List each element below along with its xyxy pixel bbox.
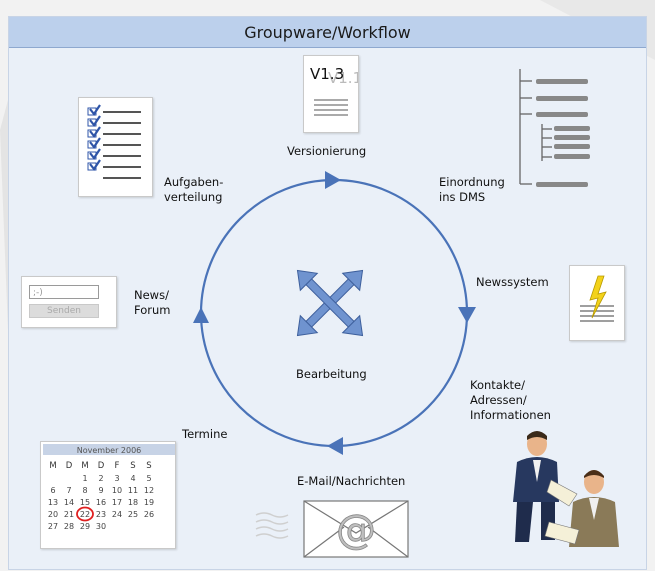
- email-envelope-icon: @: [255, 500, 409, 558]
- calendar-day[interactable]: 23: [96, 510, 106, 519]
- task-checklist-icon: [78, 97, 153, 197]
- cycle-arrowhead-top: [325, 171, 341, 189]
- label-kontakte: Kontakte/ Adressen/ Informationen: [470, 378, 551, 422]
- calendar-day[interactable]: 7: [66, 486, 71, 495]
- calendar-day[interactable]: 26: [144, 510, 154, 519]
- diagram-title: Groupware/Workflow: [9, 17, 646, 48]
- old-version-text: V1.1: [328, 69, 358, 87]
- calendar-day[interactable]: 15: [80, 498, 90, 507]
- calendar-day[interactable]: 10: [112, 486, 122, 495]
- calendar-weekday: F: [115, 461, 120, 471]
- calendar-day[interactable]: 16: [96, 498, 106, 507]
- workflow-cycle: [193, 171, 476, 455]
- calendar-day[interactable]: 21: [64, 510, 74, 519]
- calendar-weekday: S: [130, 461, 135, 471]
- forum-widget: ;-) Senden: [21, 276, 117, 328]
- calendar-weekday: M: [49, 461, 56, 471]
- calendar-day[interactable]: 18: [128, 498, 138, 507]
- calendar-day[interactable]: 17: [112, 498, 122, 507]
- calendar-day[interactable]: 8: [82, 486, 87, 495]
- diagram-panel: Groupware/Workflow: [8, 16, 647, 570]
- calendar-day[interactable]: 14: [64, 498, 74, 507]
- calendar-day[interactable]: 12: [144, 486, 154, 495]
- label-termine: Termine: [182, 427, 228, 441]
- label-bearbeitung: Bearbeitung: [296, 367, 367, 381]
- calendar-day[interactable]: 6: [50, 486, 55, 495]
- news-lightning-document-icon: [569, 265, 625, 341]
- calendar-day[interactable]: 5: [146, 474, 151, 483]
- calendar-day[interactable]: 30: [96, 522, 106, 531]
- calendar-day[interactable]: 29: [80, 522, 90, 531]
- calendar-day[interactable]: 27: [48, 522, 58, 531]
- calendar-day[interactable]: 9: [98, 486, 103, 495]
- dms-tree-icon: [519, 69, 590, 187]
- calendar-day[interactable]: 4: [130, 474, 135, 483]
- calendar-day[interactable]: 20: [48, 510, 58, 519]
- calendar-month-label: November 2006: [77, 446, 142, 455]
- calendar-day[interactable]: 22: [80, 510, 90, 519]
- current-version-text: V1.3: [310, 65, 344, 83]
- calendar-weekday: M: [81, 461, 88, 471]
- calendar-weekday: D: [66, 461, 73, 471]
- calendar-day[interactable]: 13: [48, 498, 58, 507]
- calendar-day[interactable]: 28: [64, 522, 74, 531]
- calendar-weekday: S: [146, 461, 151, 471]
- calendar-weekday: D: [98, 461, 105, 471]
- label-email: E-Mail/Nachrichten: [297, 474, 406, 488]
- calendar-day[interactable]: 19: [144, 498, 154, 507]
- versioned-document-icon: V1.1 V1.3: [303, 55, 362, 133]
- at-sign-icon: @: [336, 507, 376, 553]
- calendar-day[interactable]: 2: [98, 474, 103, 483]
- business-people-icon: [513, 431, 619, 547]
- calendar-day[interactable]: 24: [112, 510, 122, 519]
- calendar-highlight-circle: [76, 506, 94, 522]
- calendar-day[interactable]: 1: [82, 474, 87, 483]
- label-aufgabenverteilung: Aufgaben- verteilung: [164, 175, 224, 204]
- four-way-arrow-icon: [296, 269, 364, 337]
- cycle-arrowhead-left: [193, 307, 209, 323]
- label-newssystem: Newssystem: [476, 275, 549, 289]
- calendar-day[interactable]: 25: [128, 510, 138, 519]
- label-einordnung-dms: Einordnung ins DMS: [439, 175, 505, 204]
- cycle-arrowhead-bottom: [327, 437, 343, 455]
- forum-message-input[interactable]: ;-): [29, 285, 99, 299]
- calendar-day[interactable]: 11: [128, 486, 138, 495]
- label-versionierung: Versionierung: [287, 144, 367, 158]
- cycle-arrowhead-right: [458, 307, 476, 323]
- calendar-day[interactable]: 3: [114, 474, 119, 483]
- label-news-forum: News/ Forum: [134, 288, 171, 317]
- forum-send-button[interactable]: Senden: [29, 304, 99, 318]
